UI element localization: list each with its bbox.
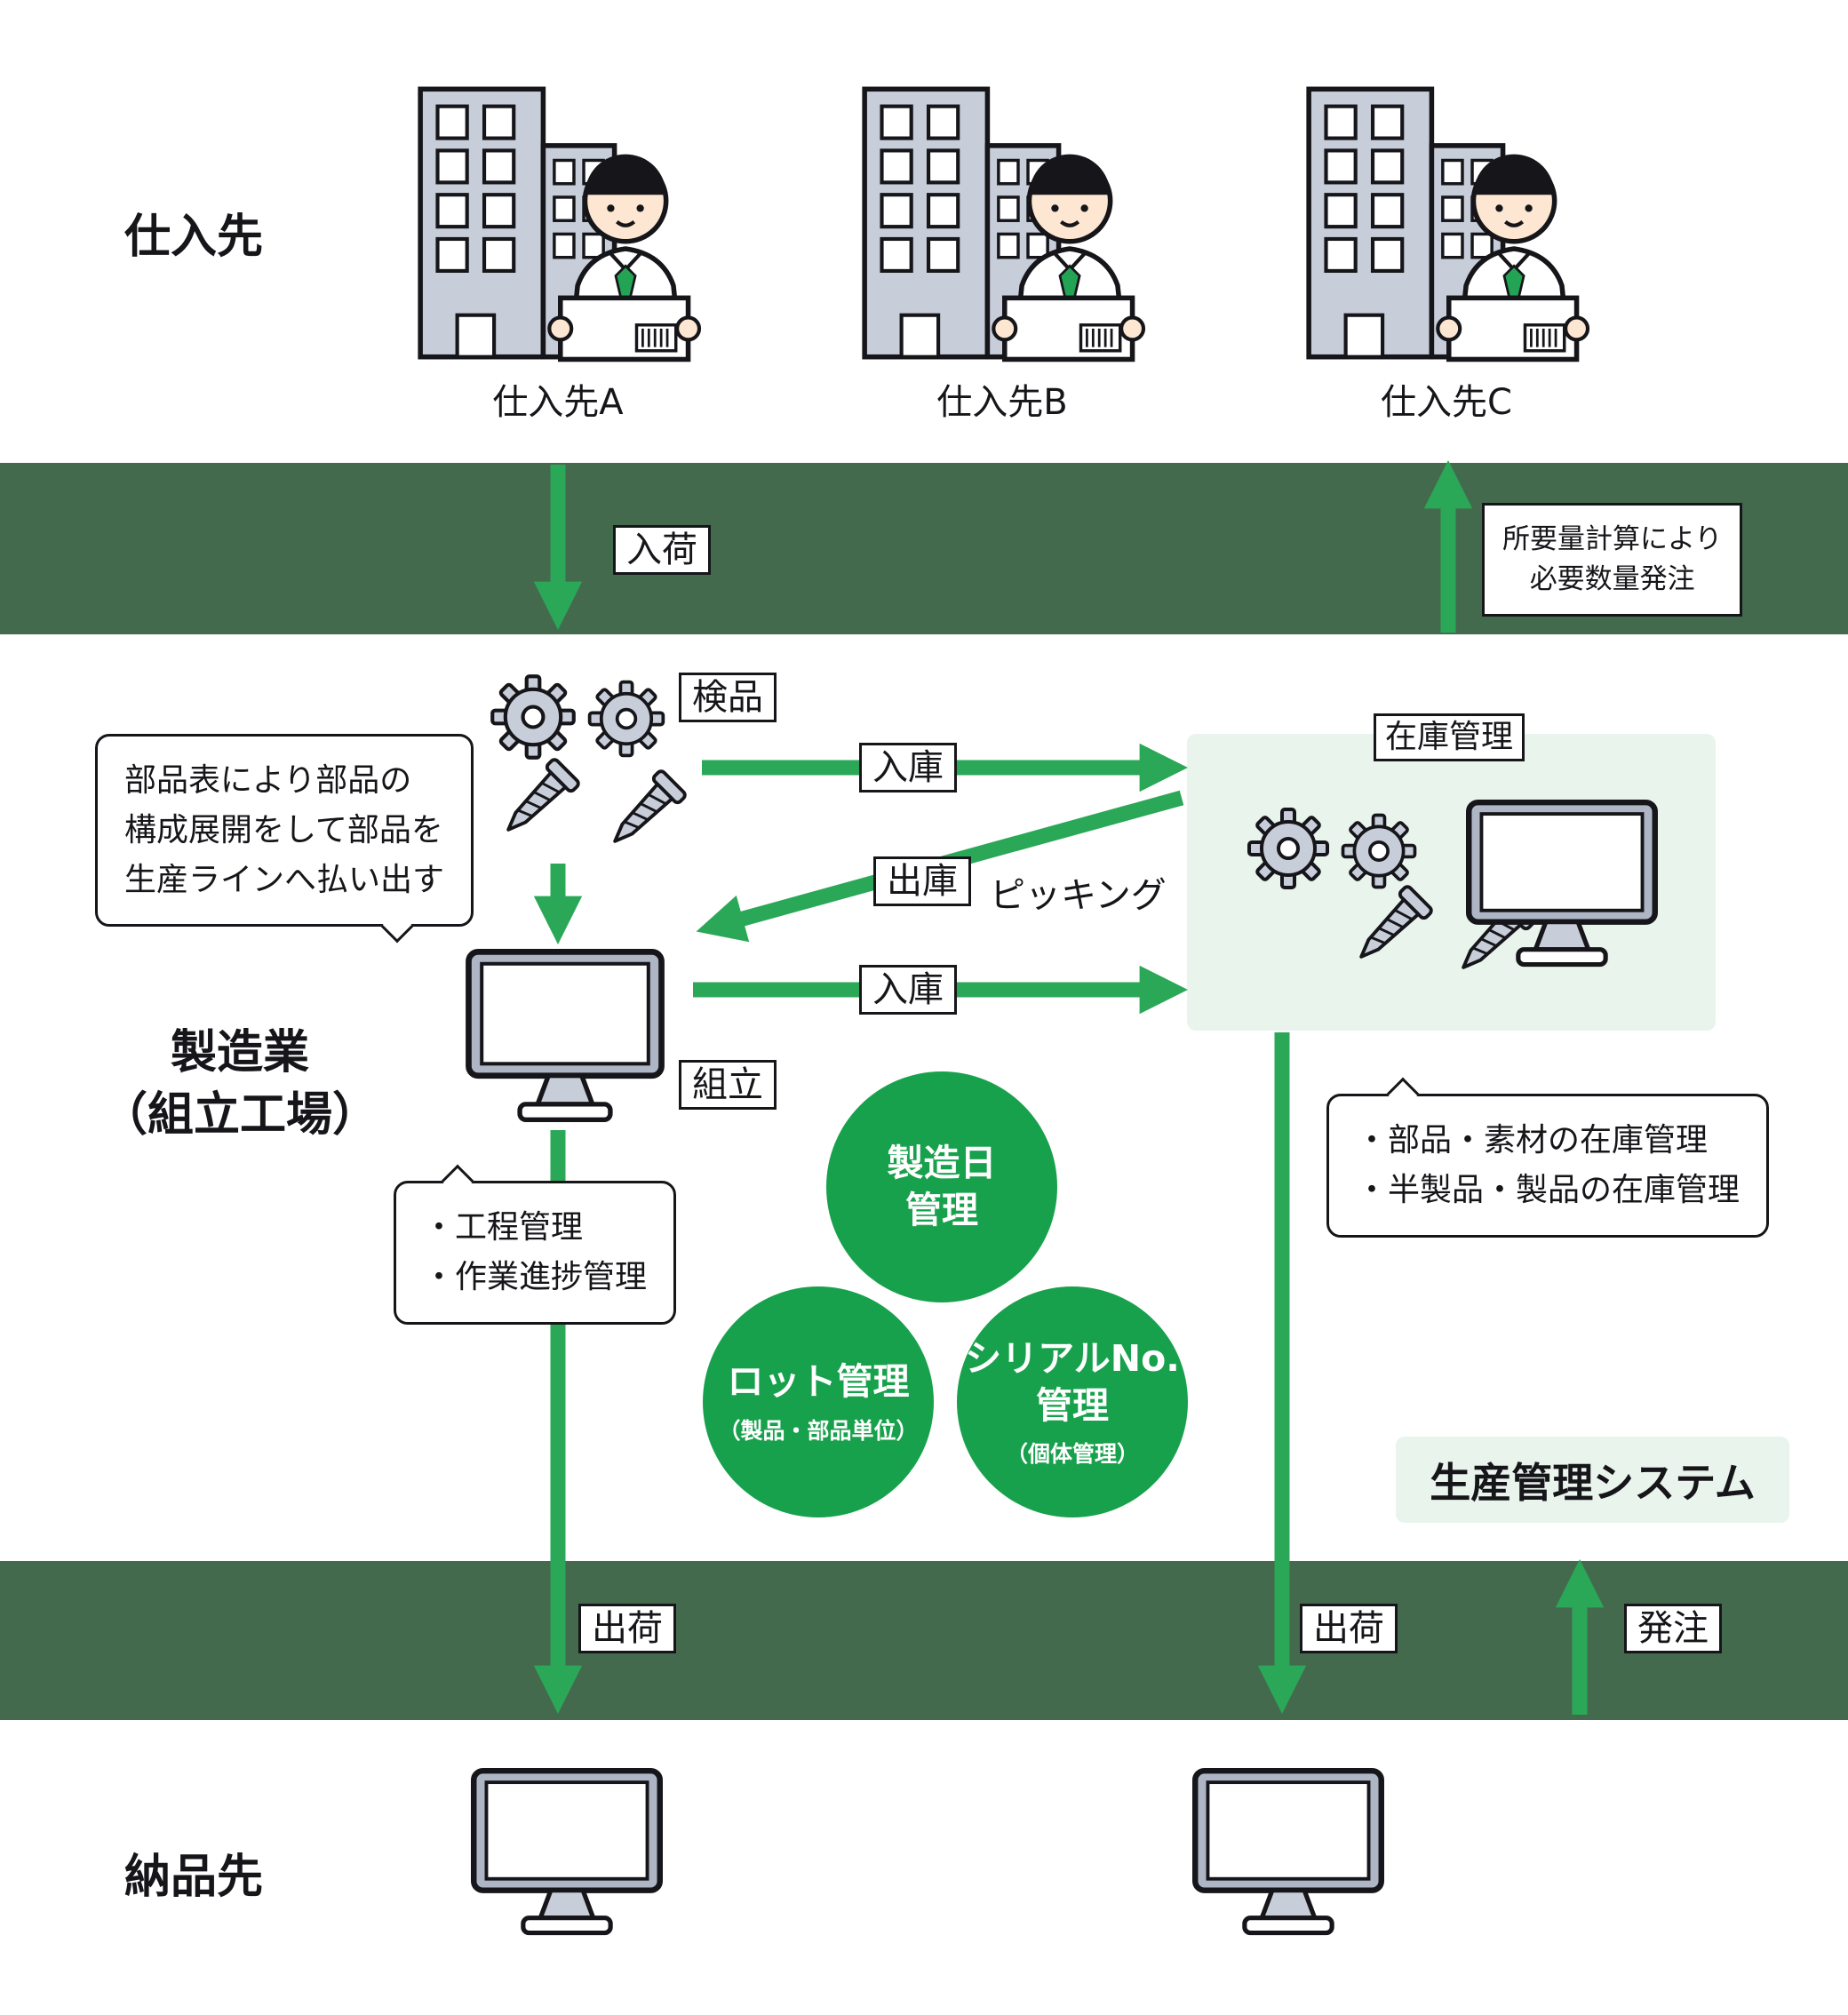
section-title-customers: 納品先 [124, 1851, 264, 1904]
inventory-bubble-line1: ・部品・素材の在庫管理 [1356, 1122, 1709, 1159]
stock-in-tag-1: 入庫 [859, 743, 957, 792]
process-bubble: ・工程管理 ・作業進捗管理 [394, 1164, 677, 1325]
order-calc-line2: 必要数量発注 [1529, 562, 1695, 595]
lot-sub: （製品・部品単位） [718, 1417, 919, 1444]
serial-main2: 管理 [1036, 1384, 1109, 1427]
bubble-tail [1386, 1077, 1420, 1111]
serial-main1: シリアルNo. [965, 1336, 1180, 1380]
factory-title-line2: （組立工場） [100, 1088, 378, 1143]
building-person-icon [1286, 82, 1606, 364]
supplier-a-label: 仕入先A [492, 382, 624, 423]
building-person-icon [842, 82, 1162, 364]
bubble-tail [441, 1164, 474, 1198]
supplier-b: 仕入先B [842, 82, 1162, 425]
inventory-control-tag: 在庫管理 [1374, 713, 1525, 761]
arrival-tag: 入荷 [613, 525, 711, 575]
serial-circle: シリアルNo. 管理 （個体管理） [957, 1286, 1188, 1517]
production-system-label: 生産管理システム [1396, 1437, 1789, 1523]
lot-circle: ロット管理 （製品・部品単位） [703, 1286, 934, 1517]
lot-main: ロット管理 [727, 1360, 910, 1404]
gear-icon [587, 680, 665, 758]
serial-sub: （個体管理） [1005, 1441, 1139, 1468]
inventory-bubble: ・部品・素材の在庫管理 ・半製品・製品の在庫管理 [1326, 1077, 1770, 1238]
supplier-c-label: 仕入先C [1381, 382, 1512, 423]
shipping-tag-1: 出荷 [578, 1604, 676, 1653]
screw-icon [493, 756, 582, 845]
mfg-date-line2: 管理 [905, 1189, 978, 1231]
process-bubble-line1: ・工程管理 [423, 1209, 584, 1246]
bom-bubble-line3: 生産ラインへ払い出す [124, 861, 445, 898]
order-calc-line1: 所要量計算により [1502, 523, 1723, 555]
factory-title-line1: 製造業 [170, 1026, 309, 1079]
gear-icon [492, 676, 574, 758]
ordering-tag: 発注 [1624, 1604, 1722, 1653]
supplier-c: 仕入先C [1286, 82, 1606, 425]
stock-out-tag: 出庫 [873, 856, 971, 906]
customer-monitor-icon [1195, 1771, 1382, 1932]
supplier-b-label: 仕入先B [936, 382, 1068, 423]
bom-bubble: 部品表により部品の 構成展開をして部品を 生産ラインへ払い出す [95, 734, 474, 944]
shipping-tag-2: 出荷 [1300, 1604, 1398, 1653]
section-title-factory: 製造業 （組立工場） [85, 1022, 394, 1146]
bom-bubble-line1: 部品表により部品の [124, 762, 412, 799]
order-calc-tag: 所要量計算により 必要数量発注 [1482, 503, 1743, 617]
inventory-bubble-line2: ・半製品・製品の在庫管理 [1356, 1171, 1740, 1208]
mfg-date-line1: 製造日 [887, 1141, 997, 1184]
assembly-tag: 組立 [679, 1060, 777, 1110]
picking-label: ピッキング [990, 875, 1167, 916]
bom-bubble-line2: 構成展開をして部品を [124, 811, 443, 848]
building-person-icon [398, 82, 718, 364]
customer-monitor-icon [474, 1771, 660, 1932]
inspection-tag: 検品 [679, 673, 777, 722]
bubble-tail [380, 911, 414, 944]
screw-icon [600, 768, 689, 856]
supplier-a: 仕入先A [398, 82, 718, 425]
section-title-suppliers: 仕入先 [124, 211, 264, 264]
inventory-management-panel [1187, 734, 1716, 1031]
stock-in-tag-2: 入庫 [859, 965, 957, 1015]
outbound-flow-band [0, 1561, 1848, 1720]
assembly-monitor-icon [468, 952, 661, 1119]
mfg-date-circle: 製造日 管理 [826, 1071, 1057, 1302]
process-bubble-line2: ・作業進捗管理 [423, 1258, 648, 1295]
